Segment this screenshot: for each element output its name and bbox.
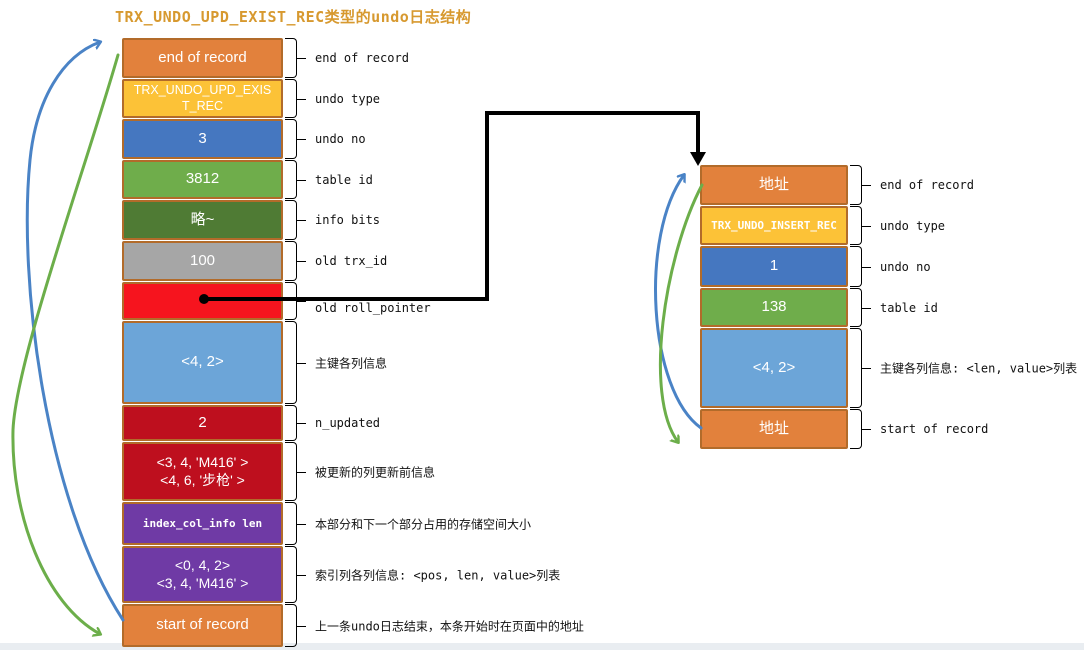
bracket [285,160,306,199]
field-label: undo type [315,91,381,106]
window-bottom-edge [0,643,1084,650]
bracket [850,206,871,245]
block-text: 138 [761,298,787,316]
bracket [850,409,871,449]
block-text: <3, 4, 'M416' > <4, 6, '步枪' > [156,454,249,488]
bracket [285,241,306,281]
bracket [285,405,306,441]
block-table-id: 3812 [122,160,283,199]
block-text: <0, 4, 2> <3, 4, 'M416' > [156,557,249,591]
block-insert-undo-type: TRX_UNDO_INSERT_REC [700,206,848,245]
block-text: 100 [189,251,216,269]
block-text: 略~ [190,210,215,228]
bracket [285,546,306,603]
block-index-col-info-len: index_col_info len [122,502,283,545]
field-label: old trx_id [315,254,388,268]
field-label: 主键各列信息: <len, value>列表 [880,361,1078,376]
block-undo-no: 3 [122,119,283,159]
block-info-bits: 略~ [122,200,283,240]
block-index-cols-info: <0, 4, 2> <3, 4, 'M416' > [122,546,283,603]
block-text: <4, 2> [752,358,796,376]
block-insert-undo-no: 1 [700,246,848,287]
left-green-arrow-end-to-start [11,53,120,634]
field-label: undo type [880,218,946,233]
field-label: end of record [880,178,974,192]
field-label: n_updated [315,416,381,430]
bracket [850,328,871,408]
field-label: table id [315,172,373,187]
bracket [850,288,871,327]
block-address-start: 地址 [700,409,848,449]
diagram-title: TRX_UNDO_UPD_EXIST_REC类型的undo日志结构 [115,8,472,26]
block-text: TRX_UNDO_UPD_EXIS T_REC [133,82,272,113]
bracket [285,79,306,118]
block-undo-type: TRX_UNDO_UPD_EXIS T_REC [122,79,283,118]
block-text: <4, 2> [181,353,224,371]
block-text: start of record [156,616,249,634]
field-label: 索引列各列信息: <pos, len, value>列表 [315,568,561,582]
block-text: TRX_UNDO_INSERT_REC [711,218,837,232]
right-green-arrow-end-to-start [658,183,704,442]
block-primary-key-cols: <4, 2> [122,321,283,404]
field-label: 被更新的列更新前信息 [315,465,436,479]
block-insert-table-id: 138 [700,288,848,327]
block-start-of-record: start of record [122,604,283,647]
field-label: 主键各列信息 [315,356,388,370]
roll-pointer-arrowhead [690,152,706,166]
block-updated-cols-old-values: <3, 4, 'M416' > <4, 6, '步枪' > [122,442,283,501]
block-text: 地址 [758,419,789,437]
block-text: 2 [198,413,207,431]
field-label: end of record [315,51,409,65]
block-n-updated: 2 [122,405,283,441]
field-label: undo no [880,259,931,274]
block-insert-primary-key: <4, 2> [700,328,848,408]
bracket [850,165,871,205]
field-label: undo no [315,132,366,146]
bracket [285,321,306,404]
bracket [285,38,306,78]
field-label: table id [880,300,938,315]
block-end-of-record: end of record [122,38,283,78]
block-text: 地址 [758,175,789,193]
field-label: 本部分和下一个部分占用的存储空间大小 [315,517,532,531]
block-old-roll-pointer [122,282,283,320]
block-text: 1 [769,257,779,275]
bracket [285,442,306,501]
left-blue-arrow-start-to-end [25,42,125,622]
bracket [850,246,871,287]
bracket [285,119,306,159]
block-text: 3 [198,129,207,147]
block-text: end of record [158,48,247,66]
block-text: index_col_info len [142,516,263,530]
bracket [285,282,306,320]
block-old-trx-id: 100 [122,241,283,281]
bracket [285,502,306,545]
field-label: old roll_pointer [315,300,431,315]
right-blue-arrow-start-to-end [654,175,703,430]
block-address-end: 地址 [700,165,848,205]
block-text: 3812 [185,170,220,188]
field-label: 上一条undo日志结束，本条开始时在页面中的地址 [315,619,584,633]
bracket [285,604,306,647]
bracket [285,200,306,240]
field-label: start of record [880,422,989,436]
field-label: info bits [315,213,381,227]
